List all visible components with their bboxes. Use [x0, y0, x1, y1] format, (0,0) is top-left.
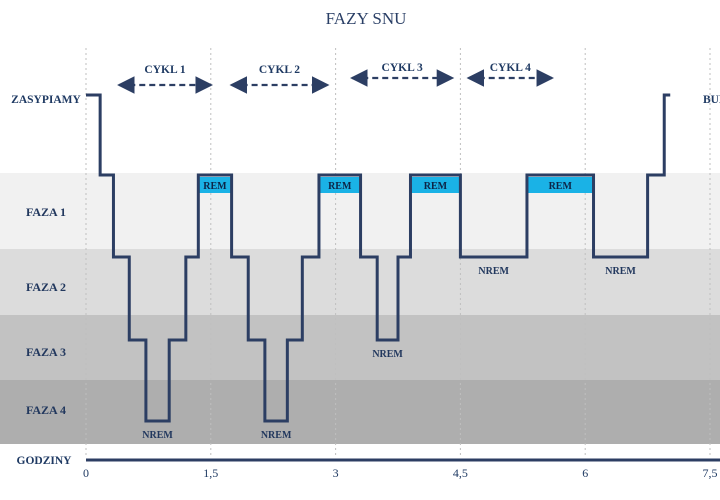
x-tick-label: 0: [83, 466, 89, 480]
cycle-label: CYKL 2: [259, 64, 300, 76]
cycle-label: CYKL 4: [490, 62, 531, 74]
nrem-label: NREM: [261, 430, 292, 441]
cycle-label: CYKL 3: [382, 62, 423, 74]
label-wake: BUDZIMY SIĘ: [703, 94, 720, 106]
rem-label: REM: [424, 181, 448, 192]
x-axis-ticks: 0 1,5 3 4,5 6 7,5: [83, 466, 718, 480]
rem-label: REM: [328, 181, 352, 192]
phase-label-1: FAZA 1: [26, 205, 66, 219]
nrem-label: NREM: [372, 349, 403, 360]
x-tick-label: 6: [582, 466, 588, 480]
rem-bar: [198, 177, 232, 193]
rem-bar: [526, 177, 594, 193]
x-axis-label: GODZINY: [17, 455, 73, 467]
chart-title: FAZY SNU: [326, 9, 407, 28]
rem-bar: [318, 177, 361, 193]
phase-label-4: FAZA 4: [26, 403, 66, 417]
x-tick-label: 1,5: [203, 466, 218, 480]
nrem-label: NREM: [605, 266, 636, 277]
cycles-group: CYKL 1 CYKL 2 CYKL 3 CYKL 4: [117, 62, 555, 94]
x-tick-label: 7,5: [703, 466, 718, 480]
nrem-label: NREM: [478, 266, 509, 277]
band-faza-2: [0, 249, 720, 315]
cycle-label: CYKL 1: [144, 64, 185, 76]
nrem-labels: NREM NREM NREM NREM NREM: [142, 266, 636, 441]
band-faza-3: [0, 315, 720, 380]
band-faza-4: [0, 380, 720, 444]
hypnogram-line: [86, 93, 671, 423]
x-tick-label: 3: [333, 466, 339, 480]
phase-label-2: FAZA 2: [26, 280, 66, 294]
rem-bars: REM REM REM REM: [198, 177, 594, 193]
phase-label-3: FAZA 3: [26, 345, 66, 359]
rem-bar: [410, 177, 461, 193]
rem-label: REM: [549, 181, 573, 192]
x-tick-label: 4,5: [453, 466, 468, 480]
nrem-label: NREM: [142, 430, 173, 441]
label-asleep: ZASYPIAMY: [11, 94, 81, 106]
rem-label: REM: [203, 181, 227, 192]
